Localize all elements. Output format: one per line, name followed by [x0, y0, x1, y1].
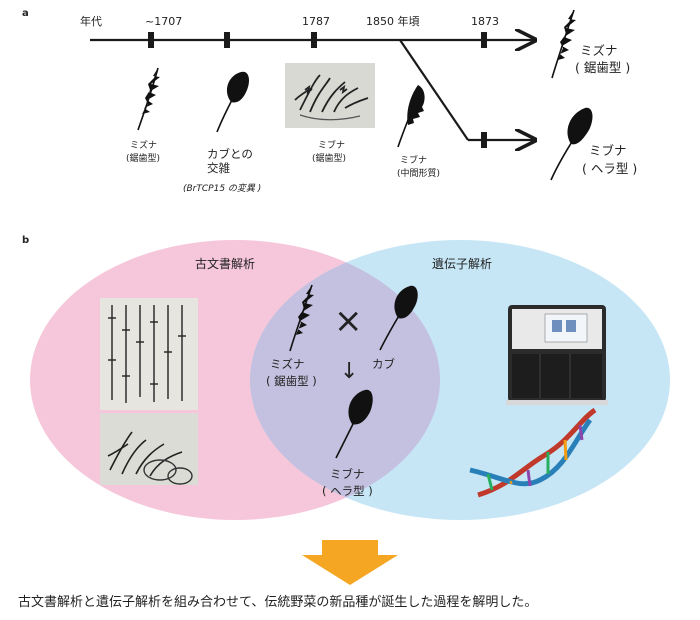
old-document-illustration-1787 [285, 63, 375, 128]
mibuna-1787-label-1: ミブナ [318, 139, 345, 151]
turnip-cross-label-2: 交雑 [207, 161, 230, 175]
mibuna-end-label-2: ( ヘラ型 ) [582, 161, 637, 176]
mibuna-intermediate-leaf-icon [397, 85, 425, 148]
timeline-start-label: 年代 [80, 14, 102, 28]
mizuna-end-label-2: ( 鋸歯型 ) [575, 60, 630, 75]
mibuna-end-label-1: ミブナ [589, 143, 627, 158]
tick-1787 [311, 32, 317, 48]
venn-mizuna-leaf-icon [289, 284, 314, 352]
mizuna-leaf-icon [137, 67, 160, 131]
footer-summary: 古文書解析と遺伝子解析を組み合わせて、伝統野菜の新品種が誕生した過程を解明した。 [18, 594, 537, 610]
venn-mizuna-label-2: ( 鋸歯型 ) [266, 374, 317, 388]
mibuna-end-leaf-icon [550, 107, 593, 181]
venn-mibuna-label-1: ミブナ [330, 467, 365, 481]
tick-1707 [148, 32, 154, 48]
old-manuscript-image [100, 298, 198, 485]
venn-left-title: 古文書解析 [195, 256, 255, 271]
tick-label-1873: 1873 [471, 15, 499, 28]
tick-1873-lower [481, 132, 487, 148]
panel-a-letter: a [22, 8, 29, 19]
down-orange-arrow [302, 540, 398, 585]
turnip-cross-leaf-icon [216, 71, 249, 133]
venn-turnip-label: カブ [372, 357, 395, 371]
tick-label-1707: ~1707 [145, 15, 182, 28]
down-arrow-symbol: ↓ [340, 359, 358, 384]
venn-turnip-leaf-icon [379, 285, 418, 351]
tick-label-1787: 1787 [302, 15, 330, 28]
venn-mizuna-label-1: ミズナ [270, 357, 305, 371]
dna-helix-icon [469, 407, 597, 498]
mibuna-1787-label-2: (鋸歯型) [312, 152, 346, 164]
mizuna-early-label-1: ミズナ [130, 139, 157, 151]
tick-label-1850: 1850 年頃 [366, 14, 420, 28]
venn-mibuna-label-2: ( ヘラ型 ) [322, 484, 373, 498]
mizuna-end-label-1: ミズナ [580, 43, 618, 58]
venn-right-title: 遺伝子解析 [432, 256, 492, 271]
sequencer-machine-icon [506, 305, 608, 405]
panel-b-letter: b [22, 235, 29, 246]
mibuna-mid-label-2: (中間形質) [397, 167, 440, 179]
cross-symbol: × [334, 301, 363, 341]
tick-cross [224, 32, 230, 48]
timeline-branch-line [399, 39, 469, 141]
mizuna-end-leaf-icon [551, 9, 576, 79]
tick-1873 [481, 32, 487, 48]
mizuna-early-label-2: (鋸歯型) [126, 152, 160, 164]
mibuna-mid-label-1: ミブナ [400, 154, 427, 166]
turnip-cross-label-3: (BrTCP15 の変異 ) [183, 183, 261, 194]
venn-overlap [250, 240, 440, 520]
venn-mibuna-leaf-icon [335, 389, 373, 459]
turnip-cross-label-1: カブとの [207, 147, 253, 161]
